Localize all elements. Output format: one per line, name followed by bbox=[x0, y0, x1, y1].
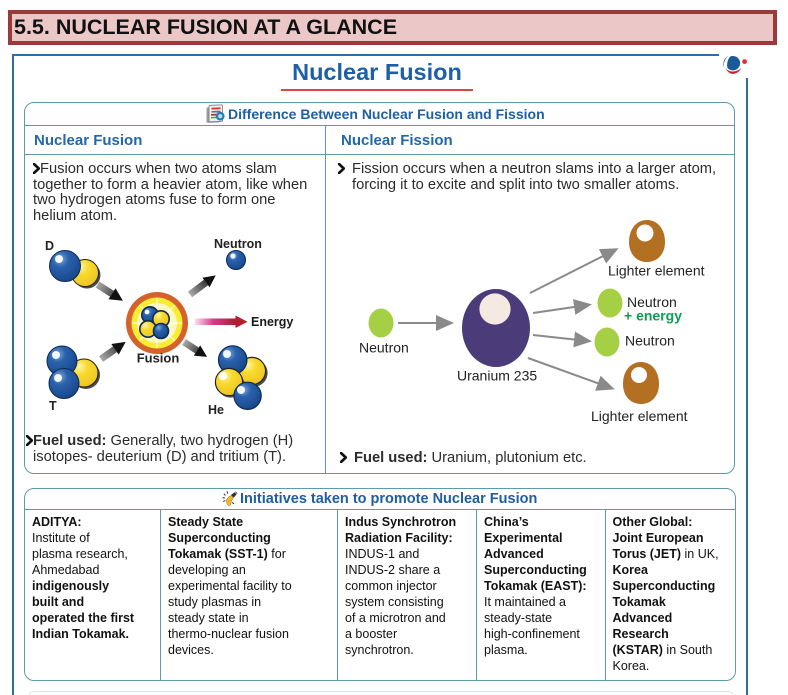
svg-text:Uranium 235: Uranium 235 bbox=[457, 368, 537, 384]
svg-text:Lighter element: Lighter element bbox=[591, 408, 688, 424]
svg-text:Neutron: Neutron bbox=[214, 237, 262, 251]
svg-text:Fusion: Fusion bbox=[137, 351, 180, 366]
svg-text:Neutron: Neutron bbox=[625, 333, 675, 349]
svg-text:Neutron: Neutron bbox=[359, 340, 409, 356]
svg-text:D: D bbox=[45, 239, 54, 253]
svg-text:Energy: Energy bbox=[251, 315, 293, 329]
svg-text:+ energy: + energy bbox=[624, 308, 682, 324]
svg-text:He: He bbox=[208, 403, 224, 417]
svg-text:Neutron: Neutron bbox=[627, 294, 677, 310]
svg-text:T: T bbox=[49, 399, 57, 413]
svg-text:Lighter element: Lighter element bbox=[608, 263, 705, 279]
